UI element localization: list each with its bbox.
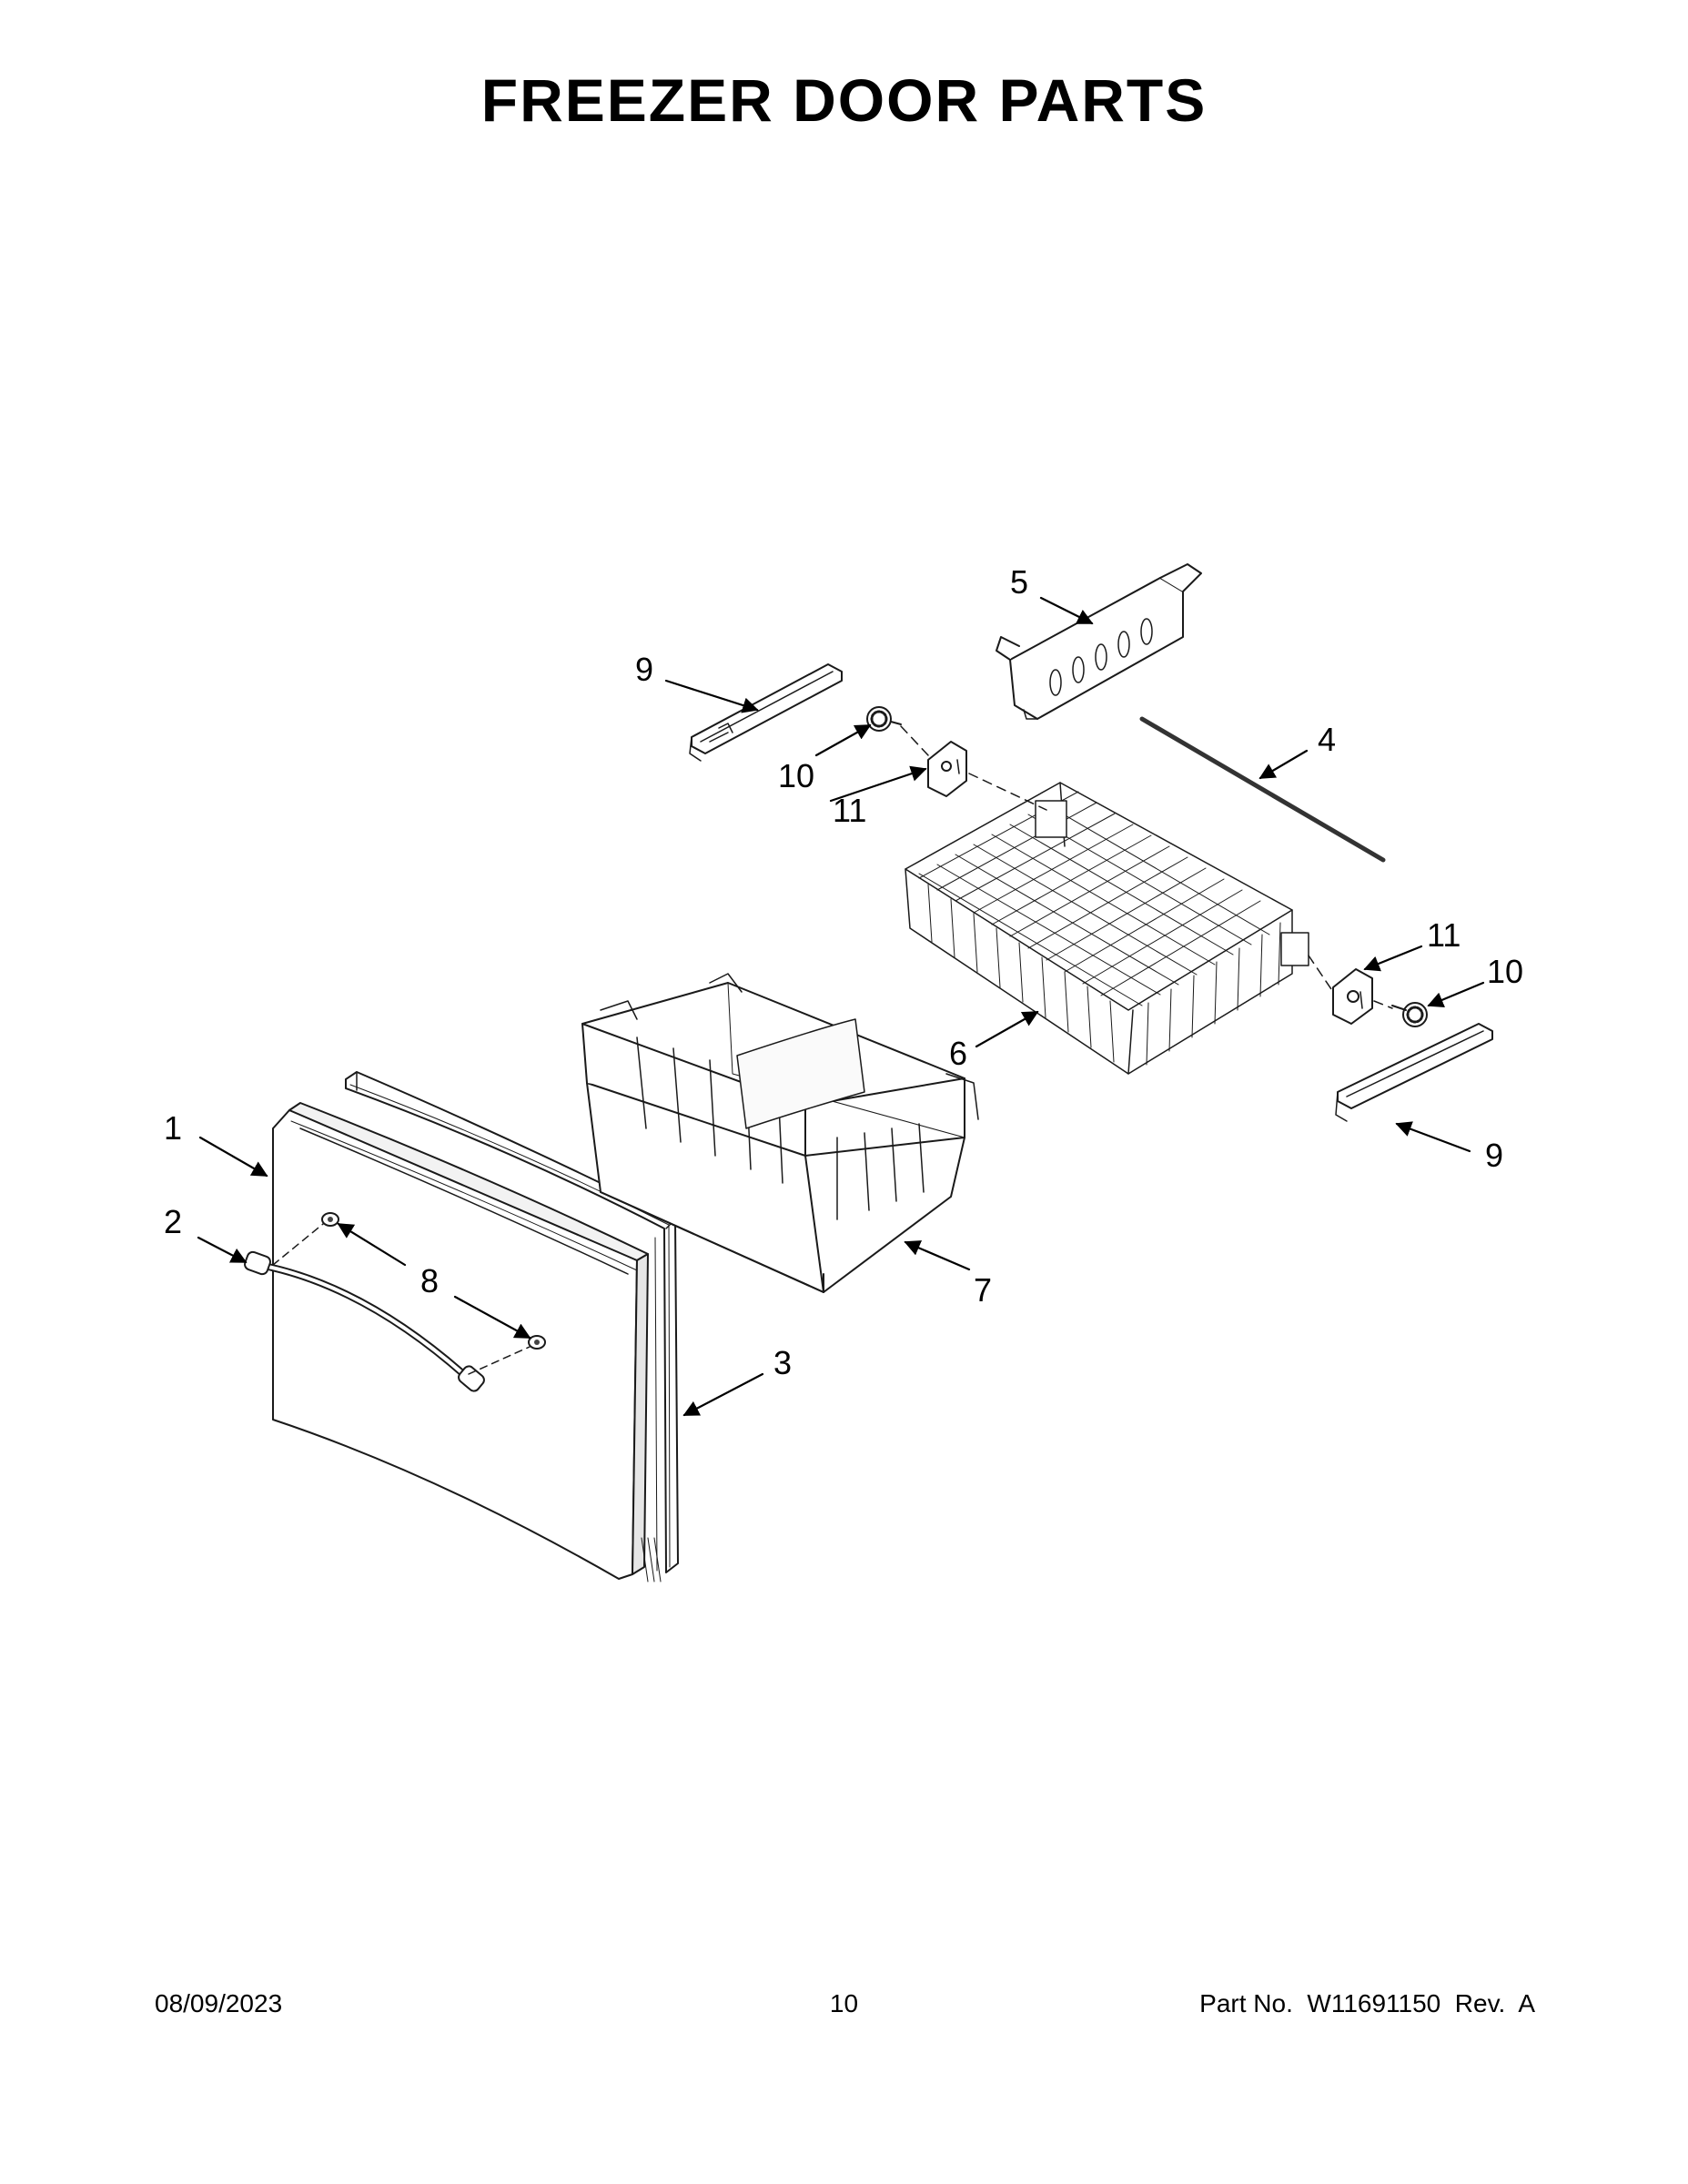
handle-screws [272, 1212, 546, 1375]
callout-7: 7 [974, 1271, 992, 1309]
footer-date: 08/09/2023 [155, 1989, 283, 2017]
callout-8: 8 [420, 1262, 439, 1299]
callout-arrows [197, 596, 1485, 1417]
door-handle [244, 1250, 485, 1392]
gear-lower [1391, 1002, 1428, 1027]
arrow-11-upper [829, 765, 927, 803]
callout-4: 4 [1318, 721, 1336, 758]
arrow-10-upper [814, 723, 872, 757]
basket-grid-lines [918, 791, 1281, 1066]
arrow-8b [453, 1295, 531, 1340]
callout-9-upper: 9 [635, 651, 653, 688]
arrow-9-upper [664, 679, 759, 713]
callout-2: 2 [164, 1203, 182, 1240]
arrow-10-lower [1427, 981, 1485, 1008]
callout-5: 5 [1010, 563, 1028, 601]
alignment-line-upper [900, 725, 1047, 811]
callout-3: 3 [773, 1344, 792, 1381]
arrow-6 [975, 1010, 1039, 1048]
callout-11-lower: 11 [1427, 916, 1461, 954]
callout-11-upper: 11 [833, 792, 866, 829]
arrow-8a [337, 1222, 407, 1267]
arrow-2 [197, 1236, 248, 1264]
callout-10-upper: 10 [778, 757, 814, 794]
footer-page-number: 10 [829, 1989, 859, 2017]
callout-6: 6 [949, 1035, 967, 1072]
page-title: FREEZER DOOR PARTS [480, 66, 1208, 134]
arrow-3 [682, 1372, 764, 1417]
slide-rail-right [1335, 1023, 1493, 1122]
lower-drawer-bin [581, 973, 979, 1293]
arrow-11-lower [1363, 945, 1423, 972]
arrow-4 [1258, 749, 1309, 780]
callout-10-lower: 10 [1487, 953, 1523, 990]
callout-1: 1 [164, 1109, 182, 1147]
gear-upper [866, 706, 902, 732]
alignment-line-lower [1308, 955, 1393, 1009]
arrow-1 [198, 1136, 268, 1178]
callout-9-lower: 9 [1485, 1137, 1503, 1174]
freezer-door-panel [272, 1102, 649, 1580]
support-rod [1139, 716, 1386, 863]
footer-part-number: Part No. W11691150 Rev. A [1199, 1989, 1535, 2017]
bracket-lower [1332, 968, 1373, 1025]
bracket-upper [927, 741, 967, 797]
basket-divider [996, 563, 1202, 720]
arrow-5 [1039, 596, 1094, 625]
wire-basket [905, 782, 1309, 1075]
callout-labels: 1 2 3 4 5 6 7 8 9 9 10 10 11 11 [164, 563, 1523, 1381]
arrow-9-lower [1395, 1121, 1471, 1153]
arrow-7 [904, 1240, 971, 1271]
slide-rail-left [689, 663, 843, 762]
